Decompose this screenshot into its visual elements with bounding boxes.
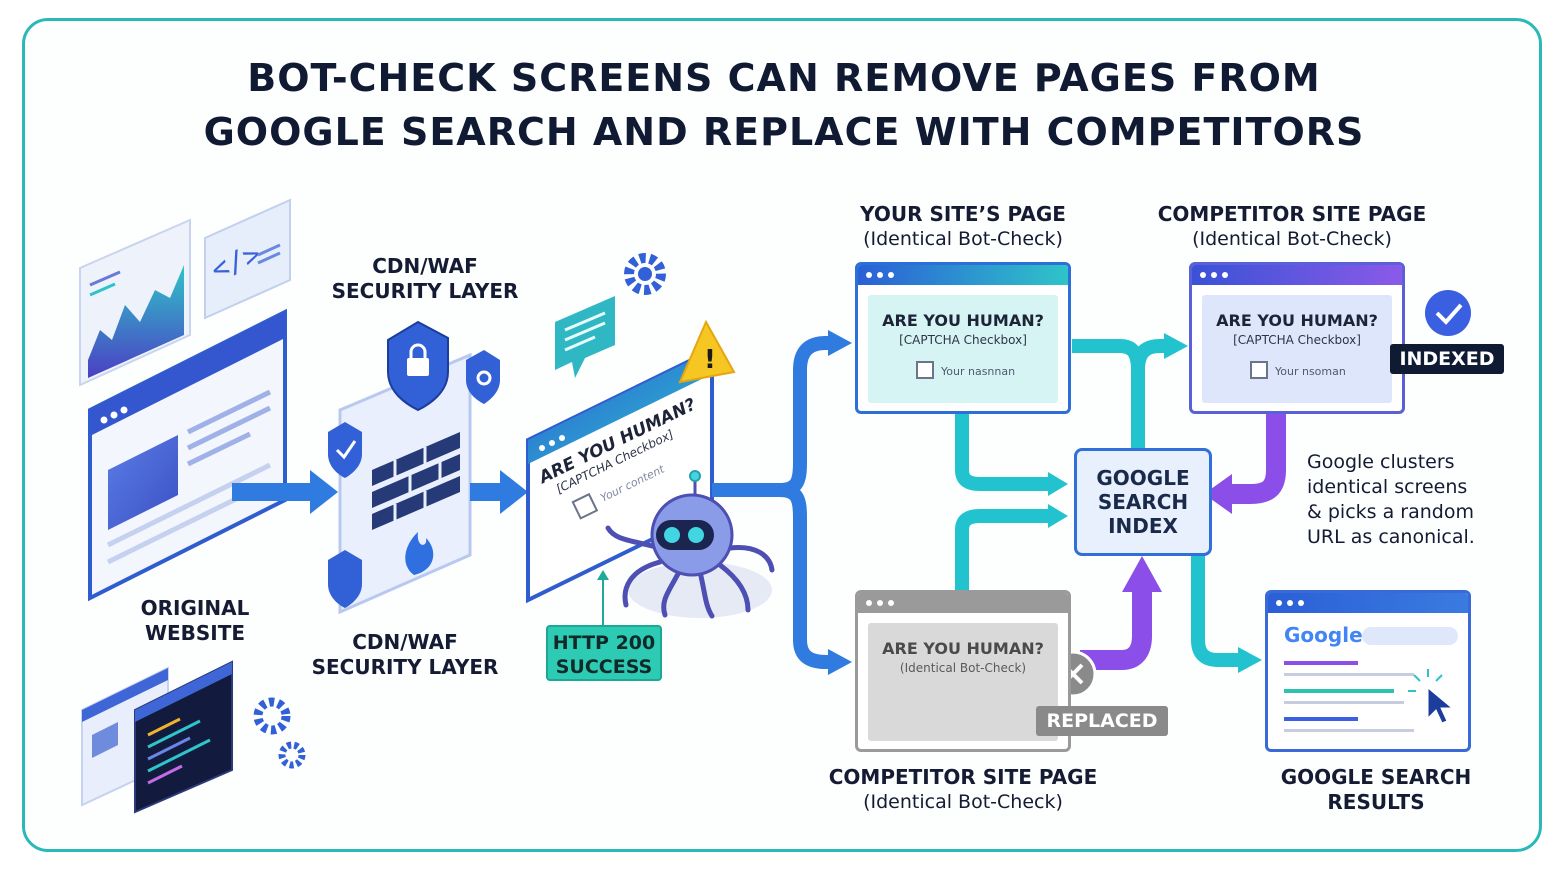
competitor-top-window-body: ARE YOU HUMAN? [CAPTCHA Checkbox] Your n… xyxy=(1202,295,1392,403)
original-website-label: ORIGINAL WEBSITE xyxy=(95,596,295,646)
gear-icon xyxy=(624,253,666,295)
competitor-bottom-window-body: ARE YOU HUMAN? (Identical Bot-Check) xyxy=(868,623,1058,741)
cdn-top-label-line2: SECURITY LAYER xyxy=(331,279,519,303)
svg-text:!: ! xyxy=(704,345,716,375)
result-line xyxy=(1284,729,1414,732)
http-success-line2: SUCCESS xyxy=(555,656,653,678)
your-site-window-body: ARE YOU HUMAN? [CAPTCHA Checkbox] Your n… xyxy=(868,295,1058,403)
google-results-window: Google xyxy=(1265,590,1471,752)
canonical-note: Google clusters identical screens & pick… xyxy=(1307,450,1537,550)
competitor-top-checkbox-text: Your nsoman xyxy=(1275,365,1346,378)
indexed-badge: INDEXED xyxy=(1390,344,1504,374)
original-website-line1: ORIGINAL xyxy=(140,596,250,620)
original-website-line2: WEBSITE xyxy=(144,621,246,645)
your-site-question: ARE YOU HUMAN? xyxy=(882,311,1044,330)
google-results-line1: GOOGLE SEARCH xyxy=(1280,765,1472,789)
google-logo: Google xyxy=(1284,623,1363,647)
competitor-top-window: ARE YOU HUMAN? [CAPTCHA Checkbox] Your n… xyxy=(1189,262,1405,414)
competitor-top-question: ARE YOU HUMAN? xyxy=(1216,311,1378,330)
cdn-bottom-label: CDN/WAF SECURITY LAYER xyxy=(300,630,510,680)
code-card: </> xyxy=(204,198,291,320)
google-results-line2: RESULTS xyxy=(1327,790,1425,814)
competitor-bottom-title: COMPETITOR SITE PAGE xyxy=(828,765,1098,789)
google-index-line1: GOOGLE xyxy=(1096,466,1190,490)
your-site-checkbox[interactable] xyxy=(916,361,934,379)
result-line xyxy=(1284,689,1394,693)
http-success-badge: HTTP 200 SUCCESS xyxy=(546,625,662,681)
cdn-top-label: CDN/WAF SECURITY LAYER xyxy=(325,254,525,304)
arrow-index-to-results xyxy=(1191,556,1240,667)
result-line xyxy=(1284,673,1414,676)
cursor-click-icon xyxy=(1408,669,1454,724)
google-index-line2: SEARCH xyxy=(1097,490,1189,514)
warning-icon: ! xyxy=(678,319,736,384)
result-line xyxy=(1284,701,1404,704)
title-line-2: GOOGLE SEARCH AND REPLACE WITH COMPETITO… xyxy=(203,110,1365,154)
google-search-index: GOOGLE SEARCH INDEX xyxy=(1074,448,1212,556)
arrow-index-up xyxy=(1072,339,1145,448)
arrow-website-to-cdn xyxy=(232,470,338,514)
competitor-bottom-question: ARE YOU HUMAN? xyxy=(882,639,1044,658)
result-line xyxy=(1284,661,1358,665)
note-line2: identical screens xyxy=(1307,476,1468,498)
original-website-browser xyxy=(88,308,287,602)
chart-card xyxy=(79,218,191,387)
shield-icon xyxy=(328,550,362,608)
arrow-replaced-to-index xyxy=(1080,590,1152,670)
spider-bot-icon xyxy=(605,470,775,619)
cdn-bottom-label-line2: SECURITY LAYER xyxy=(311,655,499,679)
cdn-bottom-label-line1: CDN/WAF xyxy=(352,630,458,654)
competitor-bottom-caption: (Identical Bot-Check) xyxy=(899,661,1027,675)
google-logo-text: Google xyxy=(1284,623,1363,647)
competitor-bottom-window: ARE YOU HUMAN? (Identical Bot-Check) xyxy=(855,590,1071,752)
arrow-yoursite-to-index xyxy=(955,412,1050,491)
competitor-top-checkbox[interactable] xyxy=(1250,361,1268,379)
note-line1: Google clusters xyxy=(1307,451,1455,473)
note-line3: & picks a random xyxy=(1307,501,1474,523)
your-site-title: YOUR SITE’S PAGE xyxy=(860,202,1066,226)
arrow-split xyxy=(712,336,830,669)
flame-icon xyxy=(405,532,434,575)
your-site-window: ARE YOU HUMAN? [CAPTCHA Checkbox] Your n… xyxy=(855,262,1071,414)
competitor-top-subtitle: (Identical Bot-Check) xyxy=(1192,228,1392,250)
gear-icon xyxy=(253,697,306,769)
google-results-label: GOOGLE SEARCH RESULTS xyxy=(1260,765,1492,815)
your-site-caption: [CAPTCHA Checkbox] xyxy=(899,333,1027,347)
cdn-top-label-line1: CDN/WAF xyxy=(372,254,478,278)
competitor-top-title: COMPETITOR SITE PAGE xyxy=(1157,202,1427,226)
search-bar[interactable] xyxy=(1362,627,1458,645)
competitor-top-caption: [CAPTCHA Checkbox] xyxy=(1233,333,1361,347)
replaced-badge: REPLACED xyxy=(1036,706,1168,736)
note-line4: URL as canonical. xyxy=(1307,526,1475,548)
cdn-waf-panel xyxy=(328,320,500,615)
chat-icon xyxy=(555,296,615,378)
http-success-line1: HTTP 200 xyxy=(552,632,656,654)
arrow-competitor-bottom-to-index xyxy=(955,509,1050,590)
arrow-competitor-top-to-index xyxy=(1228,412,1286,504)
code-editor-cards xyxy=(81,660,233,814)
result-line xyxy=(1284,717,1358,721)
competitor-bottom-subtitle: (Identical Bot-Check) xyxy=(863,791,1063,813)
your-site-checkbox-text: Your nasnnan xyxy=(941,365,1016,378)
check-shield-icon xyxy=(328,422,362,478)
gear-shield-icon xyxy=(466,350,500,404)
your-site-subtitle: (Identical Bot-Check) xyxy=(863,228,1063,250)
title-line-1: BOT-CHECK SCREENS CAN REMOVE PAGES FROM xyxy=(247,56,1321,100)
arrow-cdn-to-botcheck xyxy=(470,470,528,514)
google-index-line3: INDEX xyxy=(1108,514,1178,538)
checkmark-circle-icon xyxy=(1425,290,1471,336)
